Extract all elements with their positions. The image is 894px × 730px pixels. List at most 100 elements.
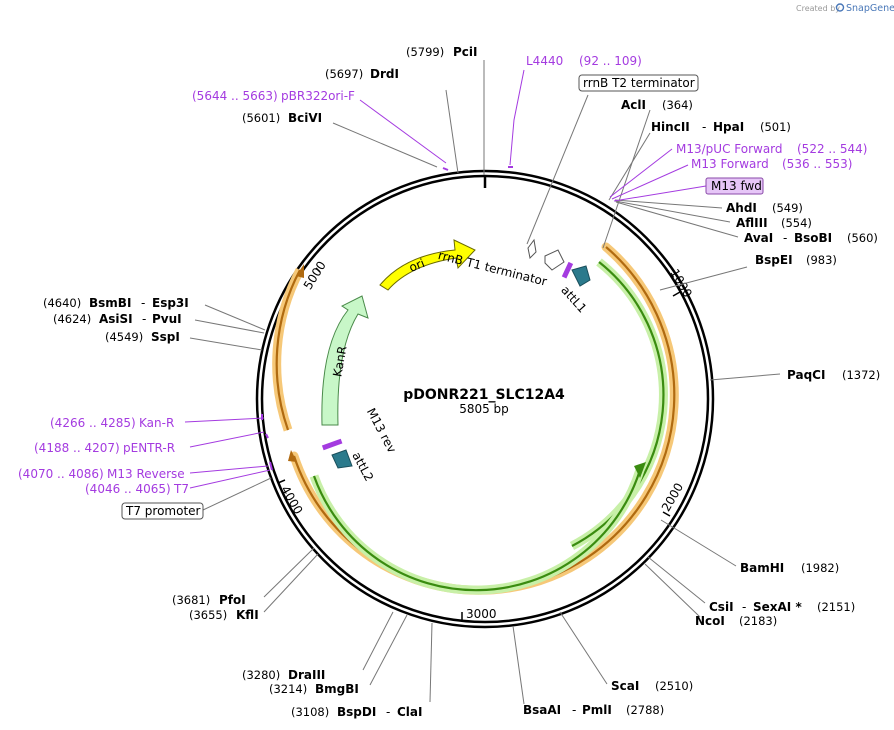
svg-text:(2788): (2788) — [626, 703, 664, 717]
svg-text:PfoI: PfoI — [219, 593, 246, 607]
primer-l4440: L4440 (92 .. 109) — [526, 54, 642, 68]
tick-1000: 1000 — [667, 266, 694, 299]
primer-leaders — [184, 69, 707, 489]
tick-3000: 3000 — [461, 607, 497, 621]
site-bcivi: (5601) BciVI — [242, 111, 322, 125]
primer-m13-reverse: (4070 .. 4086) M13 Reverse — [18, 467, 185, 481]
svg-text:(5799): (5799) — [406, 45, 444, 59]
svg-text:CsiI: CsiI — [709, 600, 734, 614]
cds-arc-outer — [288, 242, 679, 595]
cds-arc-inner — [309, 258, 668, 595]
svg-text:BspEI: BspEI — [755, 253, 793, 267]
site-afliii: AflIII (554) — [736, 216, 812, 230]
svg-text:-: - — [783, 231, 787, 245]
feature-t7-promoter: T7 promoter — [121, 502, 204, 520]
site-bsmbi: (4640) BsmBI - Esp3I — [43, 296, 189, 310]
svg-text:(522 .. 544): (522 .. 544) — [797, 142, 867, 156]
svg-text:4000: 4000 — [278, 483, 305, 516]
tick-2000: 2000 — [659, 480, 686, 517]
svg-text:(3214): (3214) — [269, 682, 307, 696]
svg-text:NcoI: NcoI — [695, 614, 725, 628]
svg-text:(364): (364) — [662, 98, 693, 112]
site-asisi: (4624) AsiSI - PvuI — [53, 312, 182, 326]
site-bmgbi: (3214) BmgBI — [269, 682, 359, 696]
svg-text:1000: 1000 — [667, 266, 694, 299]
site-scai: ScaI (2510) — [611, 679, 693, 693]
primer-pbr322ori-f: (5644 .. 5663) pBR322ori-F — [192, 89, 355, 103]
site-bspdi: (3108) BspDI - ClaI — [291, 705, 422, 719]
attl1-label: attL1 — [558, 283, 589, 315]
created-by-label: Created by — [796, 4, 840, 13]
svg-text:BsmBI: BsmBI — [89, 296, 131, 310]
svg-text:BsoBI: BsoBI — [794, 231, 832, 245]
svg-text:PciI: PciI — [453, 45, 478, 59]
plasmid-name: pDONR221_SLC12A4 — [403, 387, 565, 403]
svg-text:BmgBI: BmgBI — [315, 682, 359, 696]
site-bspei: BspEI (983) — [755, 253, 837, 267]
svg-text:M13/pUC Forward: M13/pUC Forward — [676, 142, 783, 156]
svg-text:Kan-R: Kan-R — [139, 416, 174, 430]
svg-text:(1372): (1372) — [842, 368, 880, 382]
svg-text:(501): (501) — [760, 120, 791, 134]
svg-text:(2183): (2183) — [739, 614, 777, 628]
svg-text:(3108): (3108) — [291, 705, 329, 719]
svg-text:HincII: HincII — [651, 120, 690, 134]
svg-text:SspI: SspI — [151, 330, 180, 344]
backbone-outer — [255, 169, 715, 629]
svg-text:BamHI: BamHI — [740, 561, 784, 575]
primer-pentr-r: (4188 .. 4207) pENTR-R — [34, 441, 175, 455]
site-bsaai: BsaAI - PmlI (2788) — [523, 703, 664, 717]
rrnb-t2-feature — [527, 238, 537, 260]
site-drdi: (5697) DrdI — [325, 67, 399, 81]
primer-m13-puc-forward: M13/pUC Forward (522 .. 544) — [676, 142, 867, 156]
svg-text:T7 promoter: T7 promoter — [125, 504, 201, 518]
svg-text:BspDI: BspDI — [337, 705, 376, 719]
svg-text:SexAI *: SexAI * — [753, 600, 802, 614]
snapgene-brand: SnapGene — [846, 3, 894, 14]
svg-text:T7: T7 — [173, 482, 189, 496]
svg-text:ClaI: ClaI — [397, 705, 422, 719]
svg-text:(2510): (2510) — [655, 679, 693, 693]
rrnb-t1-feature: rrnB T1 terminator — [437, 248, 565, 289]
svg-text:(4640): (4640) — [43, 296, 81, 310]
svg-text:L4440: L4440 — [526, 54, 563, 68]
svg-text:(4046 .. 4065): (4046 .. 4065) — [85, 482, 171, 496]
svg-text:(983): (983) — [806, 253, 837, 267]
svg-text:-: - — [142, 312, 146, 326]
svg-text:-: - — [742, 600, 746, 614]
kanr-label: KanR — [330, 345, 349, 378]
svg-text:(549): (549) — [772, 201, 803, 215]
svg-text:-: - — [572, 703, 576, 717]
site-ncoi: NcoI (2183) — [695, 614, 777, 628]
svg-text:PmlI: PmlI — [582, 703, 612, 717]
site-pcii: (5799) PciI — [406, 45, 478, 59]
svg-text:PaqCI: PaqCI — [787, 368, 825, 382]
svg-text:DraIII: DraIII — [288, 668, 325, 682]
svg-text:BciVI: BciVI — [288, 111, 322, 125]
svg-text:ScaI: ScaI — [611, 679, 639, 693]
site-kfli: (3655) KflI — [189, 608, 259, 622]
svg-text:(5697): (5697) — [325, 67, 363, 81]
ori-label: ori — [407, 256, 427, 275]
svg-text:AvaI: AvaI — [744, 231, 773, 245]
svg-text:(560): (560) — [847, 231, 878, 245]
primer-kan-r: (4266 .. 4285) Kan-R — [50, 416, 174, 430]
ori-feature: ori — [379, 239, 476, 291]
svg-text:DrdI: DrdI — [370, 67, 399, 81]
svg-text:(4624): (4624) — [53, 312, 91, 326]
svg-text:M13 Reverse: M13 Reverse — [107, 467, 185, 481]
svg-text:(554): (554) — [781, 216, 812, 230]
svg-text:HpaI: HpaI — [713, 120, 744, 134]
svg-text:(92 .. 109): (92 .. 109) — [579, 54, 642, 68]
primer-m13-fwd: M13 fwd — [705, 177, 764, 195]
svg-text:AhdI: AhdI — [726, 201, 757, 215]
svg-text:(536 .. 553): (536 .. 553) — [782, 157, 852, 171]
svg-text:AsiSI: AsiSI — [99, 312, 133, 326]
svg-text:pENTR-R: pENTR-R — [123, 441, 175, 455]
svg-text:KflI: KflI — [236, 608, 259, 622]
primer-m13-forward: M13 Forward (536 .. 553) — [691, 157, 852, 171]
site-sspi: (4549) SspI — [105, 330, 180, 344]
svg-text:AclI: AclI — [621, 98, 646, 112]
svg-text:2000: 2000 — [659, 480, 686, 513]
